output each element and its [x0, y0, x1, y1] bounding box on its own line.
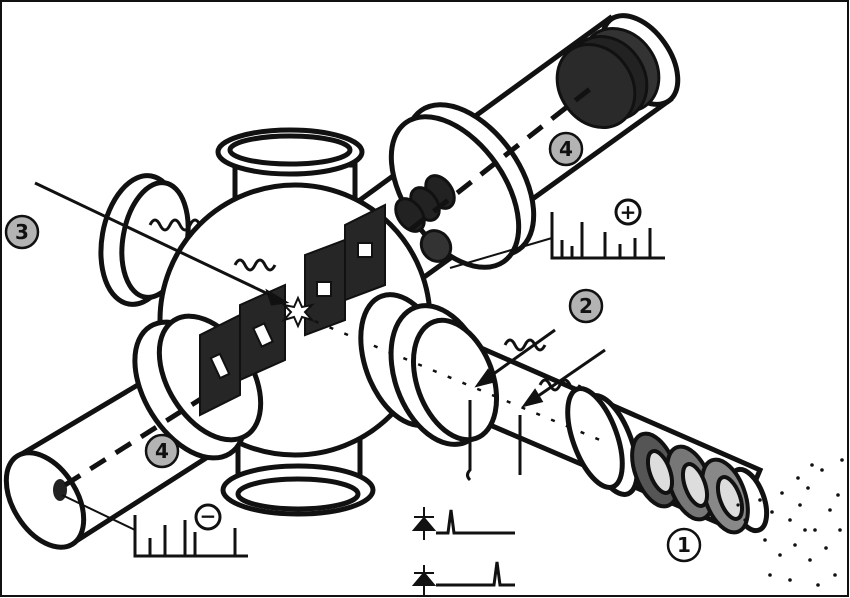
badge-1: 1 — [666, 527, 702, 563]
connector-negative — [61, 494, 136, 531]
connector-positive — [449, 237, 553, 269]
negative-ion-symbol: − — [194, 503, 222, 531]
label-3: 3 — [15, 220, 29, 244]
positive-ion-symbol: + — [614, 198, 642, 226]
badge-4-bottom: 4 — [144, 433, 180, 469]
badge-4-top: 4 — [548, 131, 584, 167]
laser-arrows-2 — [474, 328, 606, 408]
ion-lens-stack — [630, 431, 750, 535]
laser-beam-3 — [34, 181, 290, 306]
mass-spectrum-negative — [133, 515, 248, 558]
photodiode-icon — [411, 507, 437, 540]
extraction-plates — [199, 203, 386, 417]
photon-waves — [148, 218, 582, 482]
label-4-bottom: 4 — [155, 439, 169, 463]
photodiode-icon — [411, 565, 437, 595]
ion-path-positive — [408, 83, 597, 232]
right-port-flange — [358, 292, 500, 447]
mass-spectrum-positive — [550, 212, 665, 260]
ionization-spark — [280, 295, 316, 329]
photodiode-signal-bottom — [411, 561, 515, 595]
molecular-beam-particles — [718, 458, 844, 587]
label-1: 1 — [677, 533, 691, 557]
negative-sign: − — [200, 504, 217, 528]
badge-2: 2 — [568, 288, 604, 324]
badge-3: 3 — [4, 214, 40, 250]
label-4-top: 4 — [559, 137, 573, 161]
photodiode-signal-top — [411, 507, 515, 540]
label-2: 2 — [579, 294, 593, 318]
molecular-beam-axis — [299, 313, 601, 442]
positive-sign: + — [620, 200, 637, 224]
mcp-detector-positive — [555, 26, 661, 130]
